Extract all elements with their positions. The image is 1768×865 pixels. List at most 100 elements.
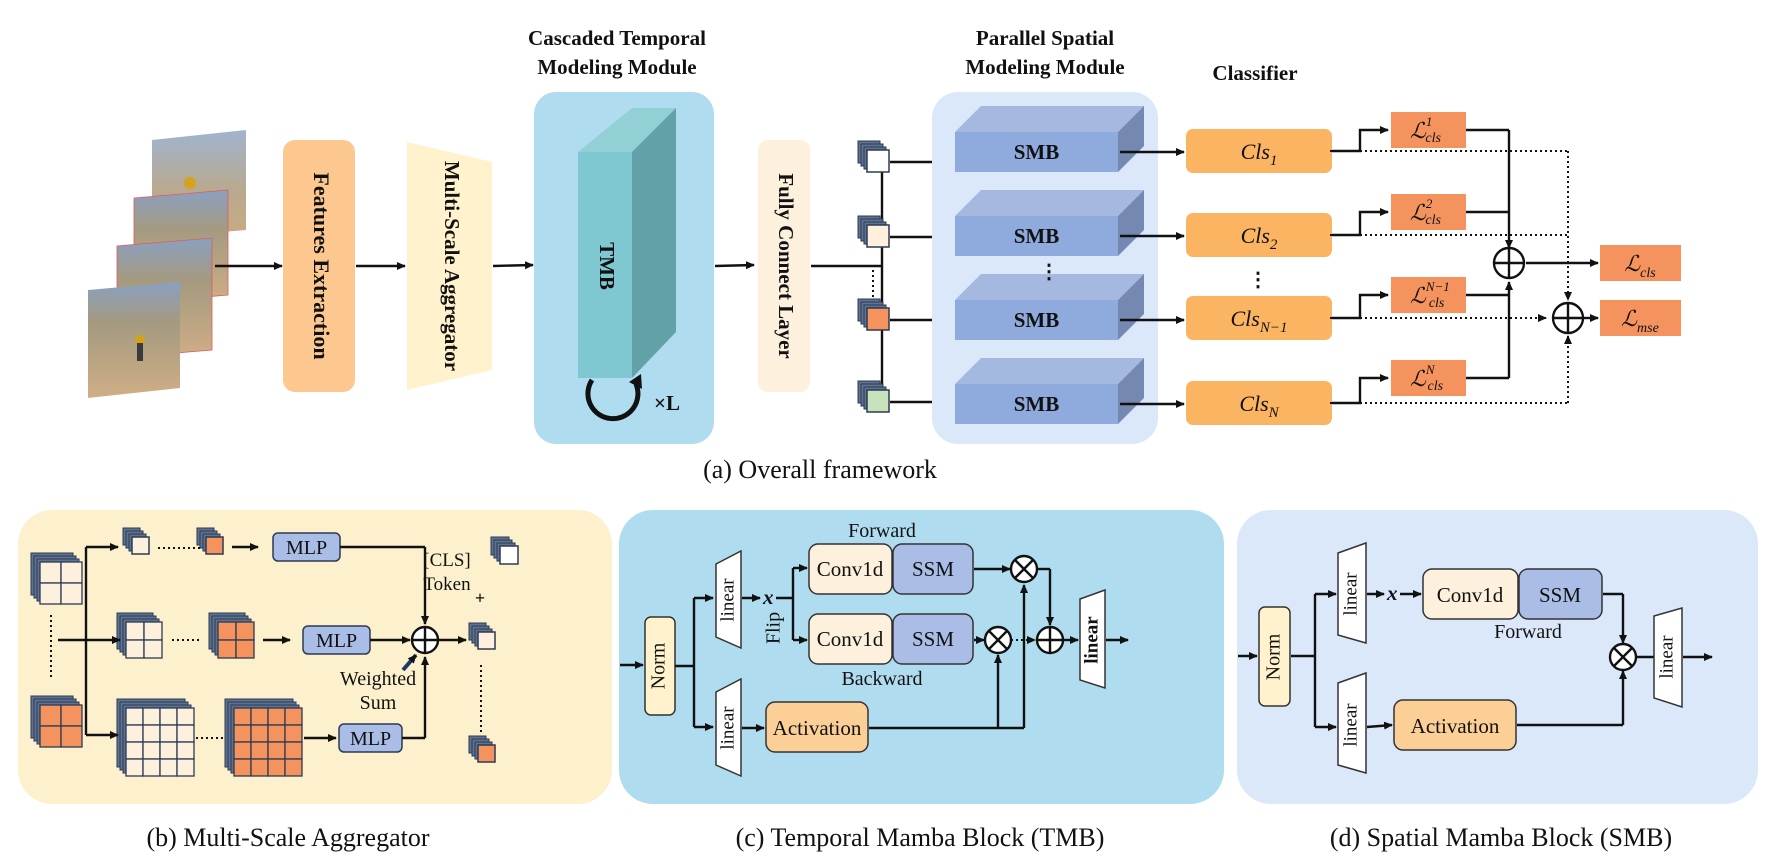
linear-label: linear (1340, 703, 1361, 747)
fully-connect-layer-label: Fully Connect Layer (774, 173, 798, 358)
loss-rect (1391, 112, 1466, 148)
smb-label: SMB (1014, 308, 1060, 332)
classifier-box: Cls2 (1186, 208, 1389, 257)
grid-4x4-light (116, 698, 195, 777)
backward-label: Backward (841, 668, 922, 690)
token-stack-icon (857, 380, 890, 413)
linear-layer-top (715, 549, 742, 650)
input-grid-orange (30, 695, 83, 748)
token-stacks (857, 140, 953, 413)
forward-label: Forward (1494, 621, 1562, 643)
ssm-label: SSM (912, 557, 954, 581)
parallel-spatial-modeling-module: Parallel Spatial Modeling Module SMBSMBS… (932, 26, 1185, 444)
grid-2x2-light (116, 612, 163, 659)
spatial-mamba-block-panel: Norm linear linear x Conv1d SSM Forward … (1237, 510, 1758, 852)
norm-label: Norm (1263, 633, 1285, 680)
caption-overall: (a) Overall framework (703, 455, 937, 484)
cls-token-label-line1: [CLS] (423, 550, 471, 571)
mlp-label: MLP (286, 537, 327, 559)
token-orange-icon (196, 527, 224, 555)
conv1d-box (1422, 568, 1519, 620)
loop-arrowhead-icon (629, 374, 642, 389)
linear-label: linear (1340, 572, 1361, 616)
ssm-label: SSM (1539, 583, 1581, 607)
activation-label: Activation (773, 716, 862, 740)
arrow (1332, 374, 1389, 405)
weighted-sum-label-line2: Sum (360, 692, 397, 714)
caption-tmb: (c) Temporal Mamba Block (TMB) (736, 823, 1105, 852)
smb-front-face (955, 384, 1118, 424)
plus-sign: + (475, 588, 485, 608)
tmb-cube-front (578, 152, 632, 378)
linear-layer-bottom (715, 677, 742, 778)
features-extraction-block: Features Extraction (283, 140, 355, 392)
arrow (492, 261, 534, 270)
fully-connect-layer-block: Fully Connect Layer (758, 140, 810, 392)
linear-label: linear (1081, 616, 1102, 664)
fully-connect-layer-box (758, 140, 810, 392)
loss-rect (1391, 360, 1466, 396)
linear-label: linear (1656, 635, 1677, 679)
total-loss-rect (1600, 245, 1681, 281)
psm-background (932, 92, 1158, 444)
smb-block: SMB (955, 274, 1185, 340)
input-grid-light (30, 552, 83, 605)
linear-layer-top (1337, 541, 1367, 644)
cls-token-label-line2: Token (423, 574, 471, 595)
linear-label: linear (717, 578, 738, 622)
conv1d-label: Conv1d (817, 557, 884, 581)
smb-background (1237, 510, 1758, 804)
grid-4x4-orange (224, 698, 303, 777)
psm-title-line2: Modeling Module (965, 55, 1124, 79)
smb-side-face (1118, 190, 1144, 256)
output-token-orange-icon (468, 735, 496, 763)
linear-label: linear (717, 706, 738, 750)
classifier-label: ClsN−1 (1231, 306, 1288, 336)
features-extraction-label: Features Extraction (309, 172, 334, 359)
smb-top-face (955, 106, 1144, 132)
total-loss-label: ℒmse (1621, 306, 1659, 336)
smb-side-face (1118, 358, 1144, 424)
sum-cls-node (1492, 246, 1526, 280)
temporal-mamba-block-panel: Norm linear linear x Flip Forward Conv1d… (619, 510, 1224, 852)
psm-title-line1: Parallel Spatial (976, 26, 1114, 50)
arrow (714, 261, 755, 270)
classifier-label: ClsN (1239, 391, 1279, 421)
smb-side-face (1118, 106, 1144, 172)
arrow (1366, 721, 1393, 730)
linear-layer-output (1653, 607, 1683, 709)
smb-front-face (955, 132, 1118, 172)
ctm-title-line1: Cascaded Temporal (528, 26, 706, 50)
features-extraction-box (283, 140, 355, 392)
weighted-sum-pointer (401, 653, 418, 672)
multi-scale-aggregator-shape (407, 142, 492, 390)
token-light-icon (122, 527, 150, 555)
classifier-box: Cls1 (1186, 126, 1389, 173)
ssm-box-forward (892, 543, 974, 595)
smb-label: SMB (1014, 140, 1060, 164)
activation-box (765, 701, 869, 753)
output-token-light-icon (468, 622, 496, 650)
flip-label: Flip (763, 612, 785, 644)
overall-framework: Features Extraction Multi-Scale Aggregat… (88, 26, 1681, 484)
activation-box (1393, 699, 1517, 751)
multiply-node (1608, 642, 1638, 672)
smb-top-face (955, 274, 1144, 300)
activation-label: Activation (1411, 714, 1500, 738)
classifier-rect (1186, 213, 1332, 257)
ctm-title-line2: Modeling Module (537, 55, 696, 79)
classifier-box: ClsN−1 (1186, 291, 1389, 340)
conv1d-label: Conv1d (817, 627, 884, 651)
arrow (1332, 126, 1389, 153)
mlp-label: MLP (316, 630, 357, 652)
linear-layer-output (1079, 588, 1106, 690)
classifier-label: Cls1 (1241, 139, 1278, 169)
caption-smb: (d) Spatial Mamba Block (SMB) (1330, 823, 1672, 852)
classifier-box: ClsN (1186, 374, 1389, 425)
